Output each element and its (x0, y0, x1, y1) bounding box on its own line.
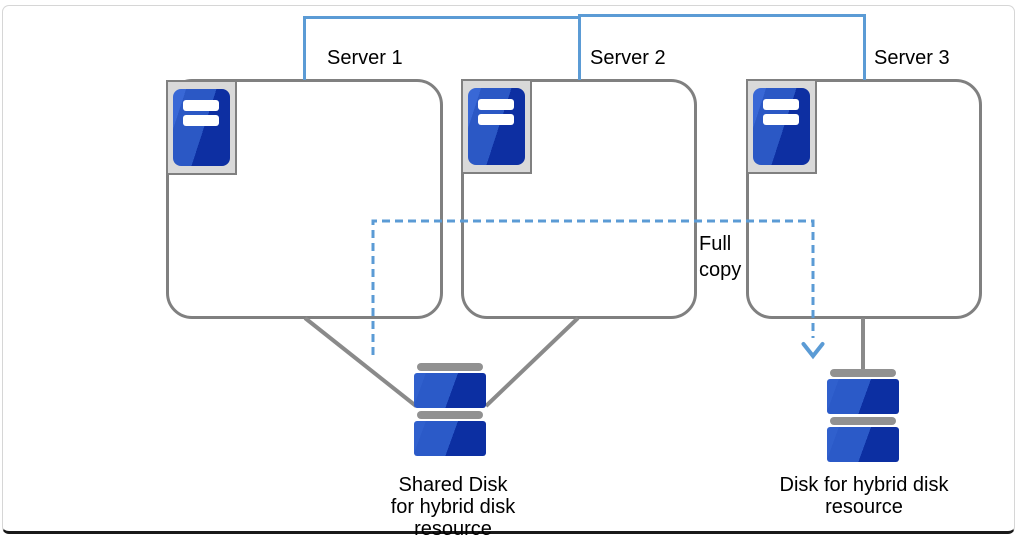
arrow-down-icon (801, 342, 825, 360)
disk-cap (417, 411, 483, 419)
disk-platter (414, 421, 486, 456)
disk-platter (414, 373, 486, 408)
server1-shared-disk-link (303, 316, 418, 408)
shared-disk-icon (414, 363, 486, 456)
disk-platter (827, 427, 899, 462)
server2-shared-disk-link (484, 316, 580, 408)
server-icon-slot (478, 99, 514, 110)
server-icon (461, 79, 532, 174)
hybrid-disk-icon (827, 369, 899, 462)
full-copy-label: Full copy (699, 233, 742, 281)
server-icon-slot (763, 99, 799, 110)
disk-cap (830, 417, 896, 425)
server-icon-slot (183, 100, 219, 111)
server-icon-face (173, 89, 230, 166)
server-3-label: Server 3 (874, 47, 950, 69)
server-icon-slot (763, 114, 799, 125)
server-icon-slot (478, 114, 514, 125)
disk-platter (827, 379, 899, 414)
server-icon-slot (183, 115, 219, 126)
server-icon-face (468, 88, 525, 165)
disk-cap (830, 369, 896, 377)
shared-disk-label: Shared Disk for hybrid disk resource (390, 474, 516, 540)
server-2-label: Server 2 (590, 47, 666, 69)
server-icon (746, 79, 817, 174)
hybrid-disk-label: Disk for hybrid disk resource (779, 474, 949, 518)
server-1-label: Server 1 (327, 47, 403, 69)
server-icon (166, 80, 237, 175)
disk-cap (417, 363, 483, 371)
server-icon-face (753, 88, 810, 165)
